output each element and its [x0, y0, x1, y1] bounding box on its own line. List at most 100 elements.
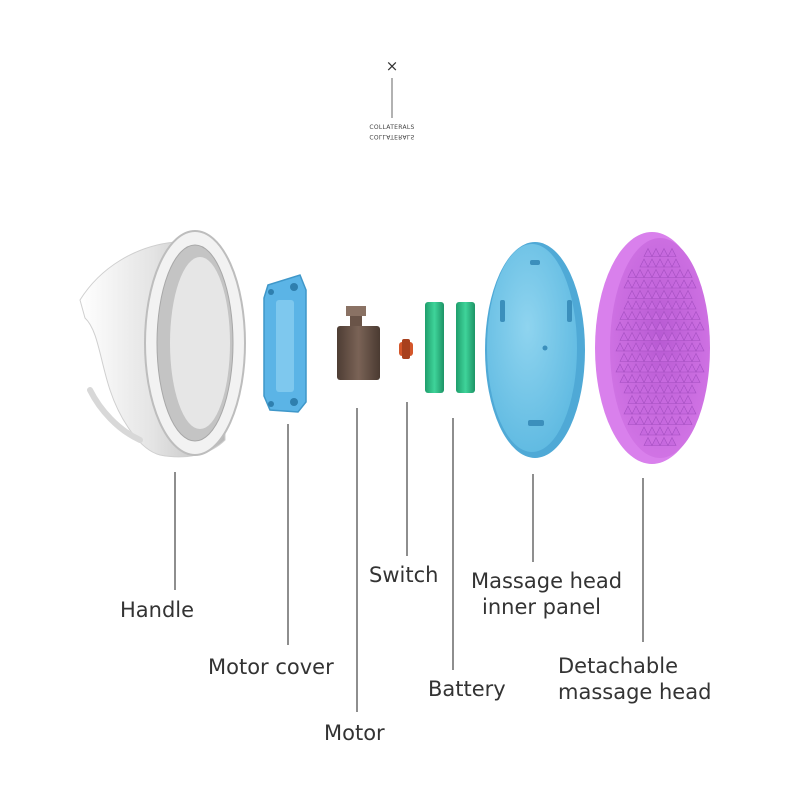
- battery-part: [425, 302, 475, 393]
- massage-bristle: [651, 373, 661, 383]
- massage-bristle: [639, 342, 649, 352]
- massage-bristle: [623, 279, 633, 289]
- massage-bristle: [639, 279, 649, 289]
- massage-bristle: [663, 279, 673, 289]
- massage-bristle: [667, 436, 677, 446]
- label-inner-panel-line2: inner panel: [482, 595, 601, 619]
- massage-bristle: [655, 384, 665, 394]
- massage-bristle: [627, 415, 637, 425]
- massage-bristle: [655, 258, 665, 268]
- massage-bristle: [651, 415, 661, 425]
- massage-bristle: [667, 331, 677, 341]
- massage-bristle: [627, 331, 637, 341]
- label-motor: Motor: [324, 721, 385, 745]
- motor-cover-part: [263, 274, 307, 413]
- massage-bristle: [631, 405, 641, 415]
- massage-bristle: [631, 321, 641, 331]
- massage-bristle: [631, 279, 641, 289]
- massage-bristle: [667, 394, 677, 404]
- massage-bristle: [651, 289, 661, 299]
- massage-bristle: [663, 300, 673, 310]
- massage-bristle: [647, 426, 657, 436]
- massage-bristle: [619, 373, 629, 383]
- massage-bristle: [659, 373, 669, 383]
- massage-bristle: [631, 300, 641, 310]
- massage-bristle: [663, 426, 673, 436]
- massage-bristle: [627, 394, 637, 404]
- massage-bristle: [667, 310, 677, 320]
- brand-name: COLLATERALS: [369, 124, 415, 131]
- massage-bristle: [651, 268, 661, 278]
- massage-bristle: [659, 289, 669, 299]
- massage-bristle: [691, 352, 701, 362]
- massage-bristle: [631, 342, 641, 352]
- massage-bristle: [679, 300, 689, 310]
- handle-part: [79, 230, 246, 458]
- massage-bristle: [675, 373, 685, 383]
- massage-bristle: [683, 268, 693, 278]
- label-switch: Switch: [369, 563, 439, 587]
- massage-bristle: [635, 394, 645, 404]
- massage-bristle: [639, 300, 649, 310]
- massage-bristle: [639, 384, 649, 394]
- massage-bristle: [671, 384, 681, 394]
- massage-bristle: [655, 363, 665, 373]
- massage-bristle: [635, 352, 645, 362]
- massage-bristle: [643, 436, 653, 446]
- massage-bristle: [687, 300, 697, 310]
- massage-bristle: [675, 331, 685, 341]
- massage-bristle: [671, 279, 681, 289]
- massage-bristle: [671, 363, 681, 373]
- label-detachable-line2: massage head: [558, 680, 712, 704]
- label-handle: Handle: [120, 598, 195, 622]
- massage-bristle: [663, 321, 673, 331]
- massage-bristle: [651, 436, 661, 446]
- massage-bristle: [667, 247, 677, 257]
- massage-bristle: [671, 405, 681, 415]
- massage-bristle: [687, 363, 697, 373]
- massage-bristle: [655, 342, 665, 352]
- massage-bristle: [647, 405, 657, 415]
- massage-bristle: [635, 289, 645, 299]
- massage-bristle: [635, 415, 645, 425]
- massage-bristle: [627, 289, 637, 299]
- massage-bristle: [643, 310, 653, 320]
- massage-bristle: [683, 394, 693, 404]
- massage-bristle: [695, 363, 705, 373]
- massage-bristle: [671, 342, 681, 352]
- massage-bristle: [623, 300, 633, 310]
- brand-name-mirrored: COLLATERALS: [369, 133, 415, 140]
- massage-bristle: [667, 289, 677, 299]
- massage-bristle: [679, 342, 689, 352]
- massage-bristle: [659, 331, 669, 341]
- inner-panel-part: [485, 242, 585, 458]
- massage-bristle: [675, 394, 685, 404]
- massage-bristle: [687, 405, 697, 415]
- brand-mark: ×: [385, 57, 399, 75]
- massage-bristle: [643, 394, 653, 404]
- massage-bristle: [647, 258, 657, 268]
- massage-bristle: [659, 310, 669, 320]
- massage-bristle: [679, 363, 689, 373]
- massage-bristle: [663, 363, 673, 373]
- massage-bristle: [675, 352, 685, 362]
- massage-bristle: [655, 300, 665, 310]
- massage-bristle: [687, 279, 697, 289]
- massage-bristle: [683, 373, 693, 383]
- massage-bristle: [687, 384, 697, 394]
- massage-bristle: [651, 394, 661, 404]
- massage-head-part: [595, 232, 710, 464]
- massage-bristle: [659, 436, 669, 446]
- massage-bristle: [659, 268, 669, 278]
- massage-bristle: [643, 247, 653, 257]
- massage-bristle: [631, 363, 641, 373]
- massage-bristle: [619, 331, 629, 341]
- massage-bristle: [651, 352, 661, 362]
- massage-bristle: [691, 310, 701, 320]
- massage-bristle: [627, 310, 637, 320]
- massage-bristle: [615, 321, 625, 331]
- massage-bristle: [647, 363, 657, 373]
- massage-bristle: [635, 268, 645, 278]
- massage-bristle: [683, 352, 693, 362]
- massage-bristle: [671, 426, 681, 436]
